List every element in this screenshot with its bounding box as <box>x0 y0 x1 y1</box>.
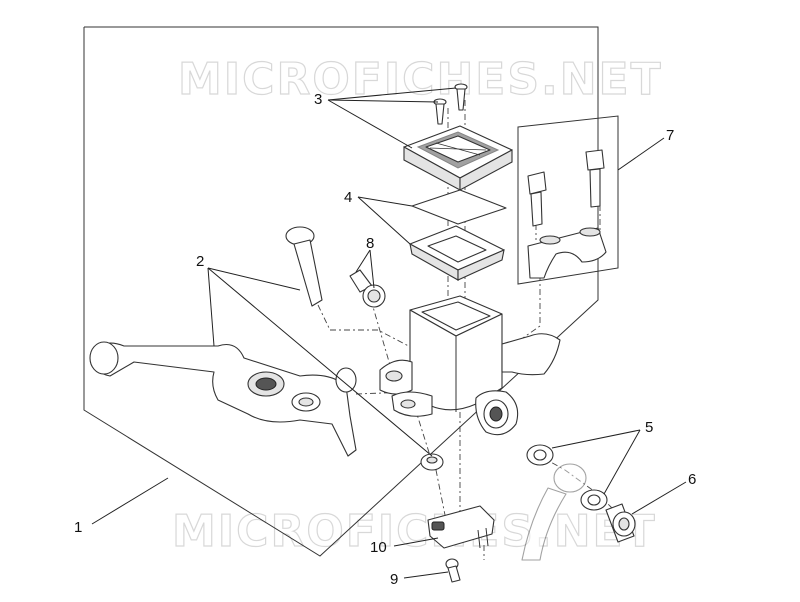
callout-4: 4 <box>344 189 352 206</box>
callout-7: 7 <box>666 127 674 144</box>
lever-nut <box>420 453 444 471</box>
diaphragm-plate <box>411 189 507 225</box>
brake-hose-fitting <box>521 463 587 561</box>
assembly-frame <box>83 26 599 557</box>
clamp-bolt-left <box>527 171 547 227</box>
diaphragm-seal <box>409 225 505 281</box>
lever-pivot-bolt <box>285 226 323 307</box>
callout-8: 8 <box>366 235 374 252</box>
callout-9: 9 <box>390 571 398 588</box>
master-cylinder-body <box>379 295 561 436</box>
callout-3: 3 <box>314 91 322 108</box>
leader-lines <box>91 87 687 579</box>
callout-1: 1 <box>74 519 82 536</box>
clamp-group-frame <box>517 115 619 285</box>
washer-upper <box>526 444 554 466</box>
callout-labels: 3 4 7 8 2 5 6 1 10 9 <box>74 91 696 588</box>
cover-screw-right <box>454 83 468 111</box>
handlebar-clamp <box>527 227 607 279</box>
callout-6: 6 <box>688 471 696 488</box>
clamp-bolt-right <box>585 149 605 208</box>
brake-light-switch <box>427 505 495 549</box>
banjo-bolt <box>605 503 636 543</box>
callout-2: 2 <box>196 253 204 270</box>
cover-screw-left <box>433 98 447 125</box>
callout-10: 10 <box>370 539 387 556</box>
watermark-bottom: MICROFICHES.NET <box>172 506 657 557</box>
bleed-screw <box>349 269 386 308</box>
callout-5: 5 <box>645 419 653 436</box>
watermark-top: MICROFICHES.NET <box>178 54 663 105</box>
washer-lower <box>580 489 608 511</box>
brake-lever <box>89 341 357 457</box>
switch-screw <box>445 558 461 583</box>
reservoir-cover <box>403 125 513 191</box>
